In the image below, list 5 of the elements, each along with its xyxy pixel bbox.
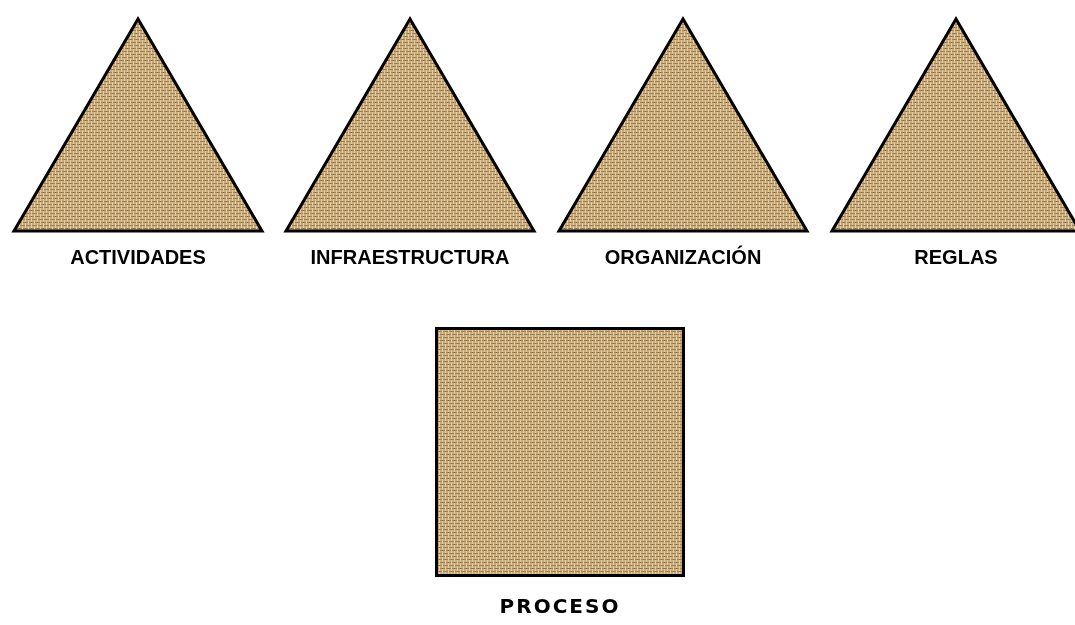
shape-label: REGLAS: [914, 246, 998, 269]
shape-label: PROCESO: [499, 594, 621, 618]
shape-label: INFRAESTRUCTURA: [310, 246, 510, 269]
shape-label: ACTIVIDADES: [70, 246, 206, 269]
shape-label: ORGANIZACIÓN: [604, 246, 762, 269]
